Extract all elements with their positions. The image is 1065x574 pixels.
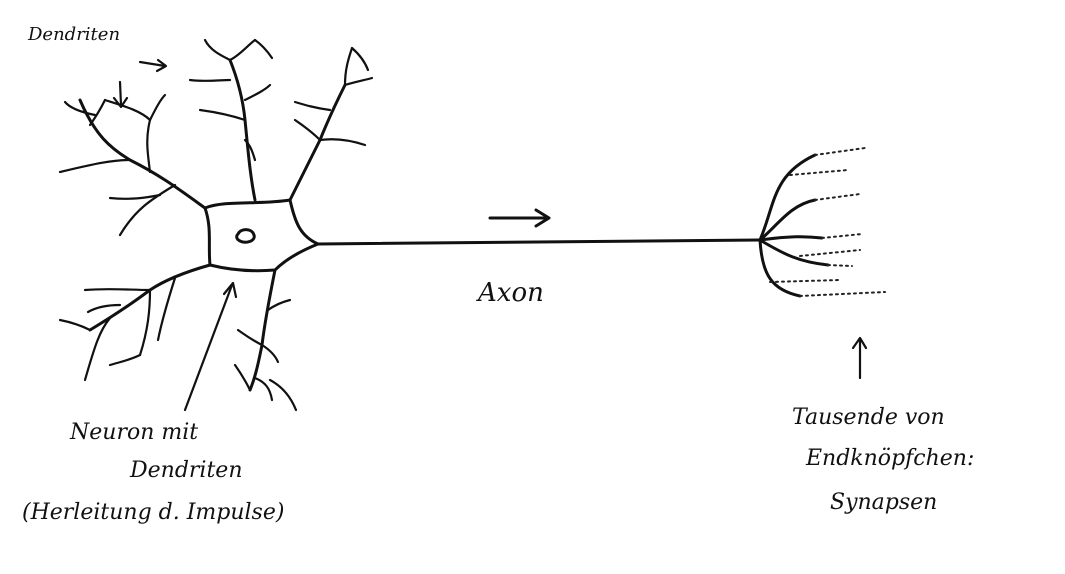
arrow-down-icon xyxy=(120,82,121,105)
label-terminals-line3: Synapsen xyxy=(830,490,937,515)
label-terminals-line1: Tausende von xyxy=(792,405,945,430)
label-terminals-line2: Endknöpfchen: xyxy=(806,446,974,471)
label-neuron-line3: (Herleitung d. Impulse) xyxy=(22,500,284,525)
arrows xyxy=(114,60,866,410)
label-dendrites-top: Dendriten xyxy=(28,24,120,45)
dendrites xyxy=(60,40,372,410)
label-neuron-line2: Dendriten xyxy=(130,458,243,483)
arrow-to-cell-body-icon xyxy=(185,285,232,410)
label-axon: Axon xyxy=(478,278,544,308)
nucleus xyxy=(237,230,255,243)
axon-terminals xyxy=(760,148,885,296)
label-neuron-line1: Neuron mit xyxy=(70,420,198,445)
axon-line xyxy=(318,240,760,244)
cell-body xyxy=(205,200,318,271)
